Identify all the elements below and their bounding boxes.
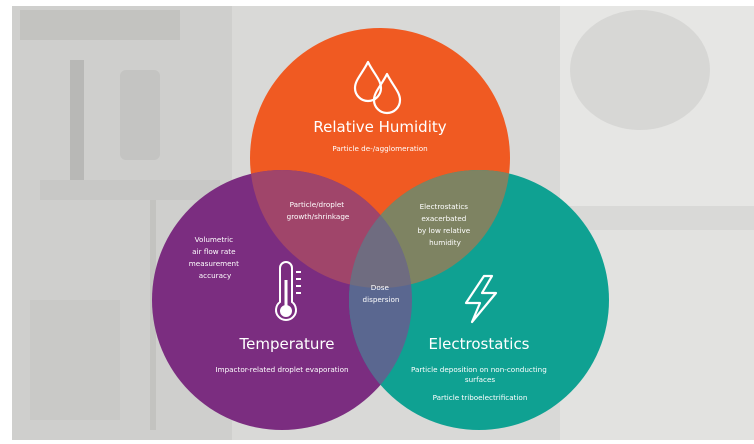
electrostatics-subtitle2: Particle triboelectrification — [433, 393, 528, 402]
water-drops-icon — [353, 60, 402, 115]
lightning-bolt-icon — [464, 274, 498, 324]
overlap-humidity-temperature-label: Particle/droplet growth/shrinkage — [287, 200, 350, 221]
overlap-center-label: Dose dispersion — [363, 283, 400, 304]
overlap-humidity-electrostatics — [349, 170, 510, 288]
humidity-title: Relative Humidity — [313, 118, 446, 136]
overlap-humidity-electrostatics-label: Electrostatics exacerbated by low relati… — [417, 202, 472, 247]
electrostatics-subtitle: Particle deposition on non-conducting su… — [411, 365, 549, 384]
overlap-humidity-temperature — [250, 170, 412, 288]
temperature-side-note: Volumetric air flow rate measurement acc… — [189, 235, 241, 280]
humidity-subtitle: Particle de-/agglomeration — [332, 144, 427, 153]
thermometer-icon — [275, 261, 301, 321]
electrostatics-title: Electrostatics — [428, 335, 529, 353]
temperature-title: Temperature — [238, 335, 334, 353]
temperature-subtitle: Impactor-related droplet evaporation — [215, 365, 348, 374]
